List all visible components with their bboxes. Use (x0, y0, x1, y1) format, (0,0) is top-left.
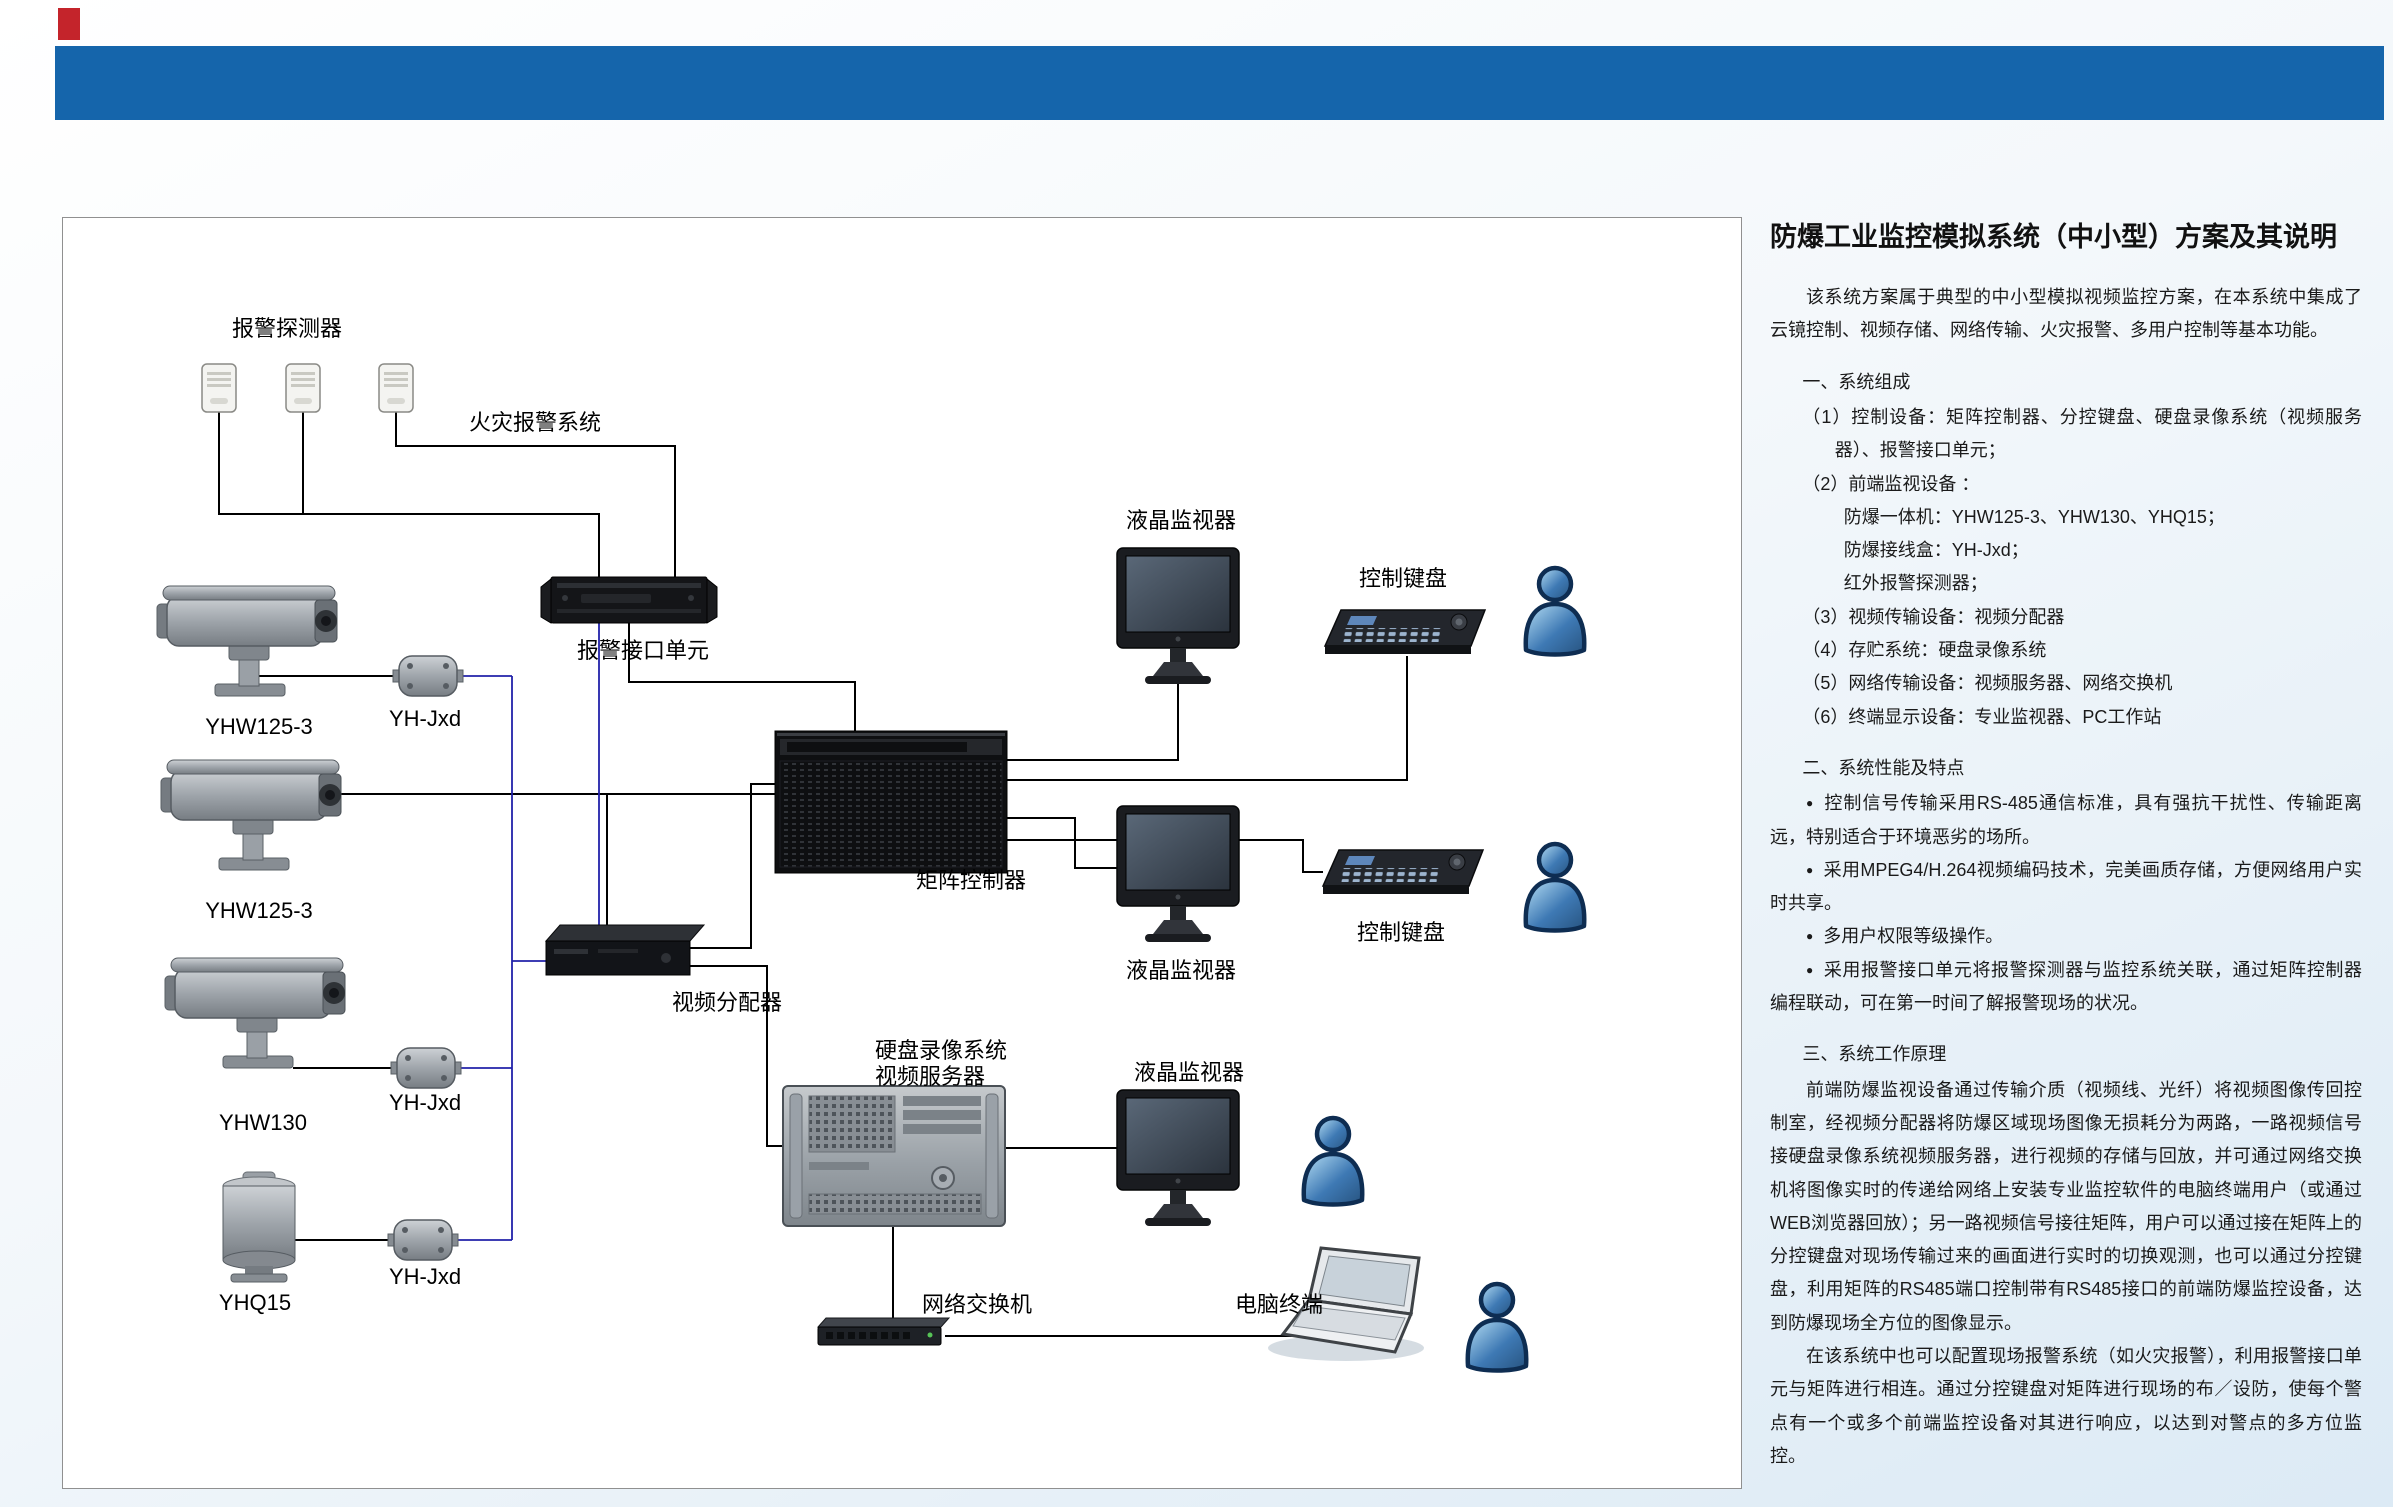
lcd-monitor-label: 液晶监视器 (1134, 1060, 1244, 1085)
junction-label: YH-Jxd (389, 1090, 461, 1115)
alarm-detector-icon (378, 363, 414, 413)
composition-item: （1）控制设备：矩阵控制器、分控键盘、硬盘录像系统（视频服务器）、报警接口单元； (1802, 406, 2362, 461)
system-diagram: 报警探测器 火灾报警系统 报警接口单元 YHW125-3 YH-Jxd YHW1… (156, 316, 1743, 1488)
feature-item: ●采用MPEG4/H.264视频编码技术，完美画质存储，方便网络用户实时共享。 (1770, 854, 2362, 921)
ptz-camera-icon (160, 759, 342, 871)
fixed-camera-icon (222, 1171, 296, 1283)
person-icon (1304, 1118, 1362, 1205)
person-icon (1468, 1284, 1526, 1371)
matrix-controller-label: 矩阵控制器 (916, 868, 1026, 893)
pc-terminal-label: 电脑终端 (1235, 1292, 1323, 1317)
section-system-composition: 一、系统组成 （1）控制设备：矩阵控制器、分控键盘、硬盘录像系统（视频服务器）、… (1770, 366, 2362, 734)
junction-box-icon (392, 655, 464, 697)
intro-paragraph: 该系统方案属于典型的中小型模拟视频监控方案，在本系统中集成了云镜控制、视频存储、… (1770, 287, 2362, 341)
fire-alarm-system-label: 火灾报警系统 (469, 410, 601, 435)
lcd-monitor-label: 液晶监视器 (1126, 508, 1236, 533)
camera-label: YHW125-3 (205, 714, 313, 739)
lcd-monitor-icon (1116, 547, 1240, 685)
camera-label: YHQ15 (219, 1290, 291, 1315)
composition-subitem: 防爆接线盒：YH-Jxd； (1843, 540, 2029, 561)
camera-label: YHW125-3 (205, 898, 313, 923)
dvr-system-label: 硬盘录像系统 (875, 1038, 1007, 1063)
composition-item: （3）视频传输设备：视频分配器 (1802, 606, 2065, 627)
control-keyboard-label: 控制键盘 (1357, 920, 1445, 945)
lcd-monitor-icon (1116, 805, 1240, 943)
section-title: 二、系统性能及特点 (1802, 757, 1965, 778)
logo-mark (58, 8, 80, 40)
control-keyboard-icon (1322, 849, 1484, 895)
bullet-icon: ● (1806, 796, 1815, 811)
junction-label: YH-Jxd (389, 706, 461, 731)
lcd-monitor-icon (1116, 1089, 1240, 1227)
feature-text: 采用MPEG4/H.264视频编码技术，完美画质存储，方便网络用户实时共享。 (1770, 859, 2362, 914)
feature-item: ●控制信号传输采用RS-485通信标准，具有强抗干扰性、传输距离远，特别适合于环… (1770, 787, 2362, 854)
alarm-detector-icon (285, 363, 321, 413)
alarm-detector-icon (201, 363, 237, 413)
matrix-controller-icon (774, 730, 1008, 874)
video-server-label: 视频服务器 (875, 1064, 985, 1089)
dvr-server-icon (782, 1085, 1006, 1227)
ptz-camera-icon (156, 585, 338, 697)
bullet-icon: ● (1806, 862, 1814, 877)
principle-paragraph: 在该系统中也可以配置现场报警系统（如火灾报警），利用报警接口单元与矩阵进行相连。… (1770, 1346, 2362, 1466)
header-bar (55, 46, 2384, 120)
video-distributor-icon (545, 924, 705, 976)
section-working-principle: 三、系统工作原理 前端防爆监视设备通过传输介质（视频线、光纤）将视频图像传回控制… (1770, 1038, 2362, 1473)
page-title: 防爆工业监控模拟系统（中小型）方案及其说明 (1770, 222, 2337, 252)
composition-item: （2）前端监视设备 ： (1802, 473, 1980, 494)
alarm-detector-label: 报警探测器 (232, 316, 342, 341)
ptz-camera-icon (164, 957, 346, 1069)
composition-item: （6）终端显示设备：专业监视器、PC工作站 (1802, 706, 2162, 727)
section-title: 一、系统组成 (1802, 371, 1911, 392)
control-wires (458, 623, 600, 1241)
network-switch-label: 网络交换机 (922, 1292, 1032, 1317)
bullet-icon: ● (1806, 962, 1814, 977)
feature-text: 控制信号传输采用RS-485通信标准，具有强抗干扰性、传输距离远，特别适合于环境… (1770, 793, 2363, 847)
bullet-icon: ● (1806, 929, 1814, 944)
signal-wires (218, 412, 1408, 1337)
feature-item: ●采用报警接口单元将报警探测器与监控系统关联，通过矩阵控制器编程联动，可在第一时… (1770, 954, 2362, 1021)
composition-item: （4）存贮系统：硬盘录像系统 (1802, 640, 2047, 661)
alarm-interface-unit-label: 报警接口单元 (577, 638, 709, 663)
control-keyboard-icon (1324, 609, 1486, 655)
section-title: 三、系统工作原理 (1802, 1044, 1947, 1065)
description-panel: 防爆工业监控模拟系统（中小型）方案及其说明 该系统方案属于典型的中小型模拟视频监… (1770, 220, 2362, 1473)
diagram-panel: 报警探测器 火灾报警系统 报警接口单元 YHW125-3 YH-Jxd YHW1… (62, 217, 1742, 1489)
composition-subitem: 红外报警探测器； (1843, 573, 1988, 594)
junction-box-icon (390, 1047, 462, 1089)
network-switch-icon (817, 1317, 950, 1346)
feature-item: ● 多用户权限等级操作。 (1770, 920, 2362, 953)
camera-label: YHW130 (219, 1110, 307, 1135)
lcd-monitor-label: 液晶监视器 (1126, 958, 1236, 983)
principle-paragraph: 前端防爆监视设备通过传输介质（视频线、光纤）将视频图像传回控制室，经视频分配器将… (1770, 1079, 2362, 1333)
composition-item: （5）网络传输设备：视频服务器、网络交换机 (1802, 673, 2173, 694)
junction-box-icon (387, 1219, 459, 1261)
section-features: 二、系统性能及特点 ●控制信号传输采用RS-485通信标准，具有强抗干扰性、传输… (1770, 752, 2362, 1020)
composition-subitem: 防爆一体机：YHW125-3、YHW130、YHQ15； (1843, 506, 2225, 527)
feature-text: 多用户权限等级操作。 (1823, 926, 2004, 947)
control-keyboard-label: 控制键盘 (1359, 566, 1447, 591)
junction-label: YH-Jxd (389, 1264, 461, 1289)
alarm-interface-unit-icon (540, 576, 718, 624)
person-icon (1526, 844, 1584, 931)
video-distributor-label: 视频分配器 (672, 990, 782, 1015)
person-icon (1526, 568, 1584, 655)
feature-text: 采用报警接口单元将报警探测器与监控系统关联，通过矩阵控制器编程联动，可在第一时间… (1770, 959, 2362, 1014)
